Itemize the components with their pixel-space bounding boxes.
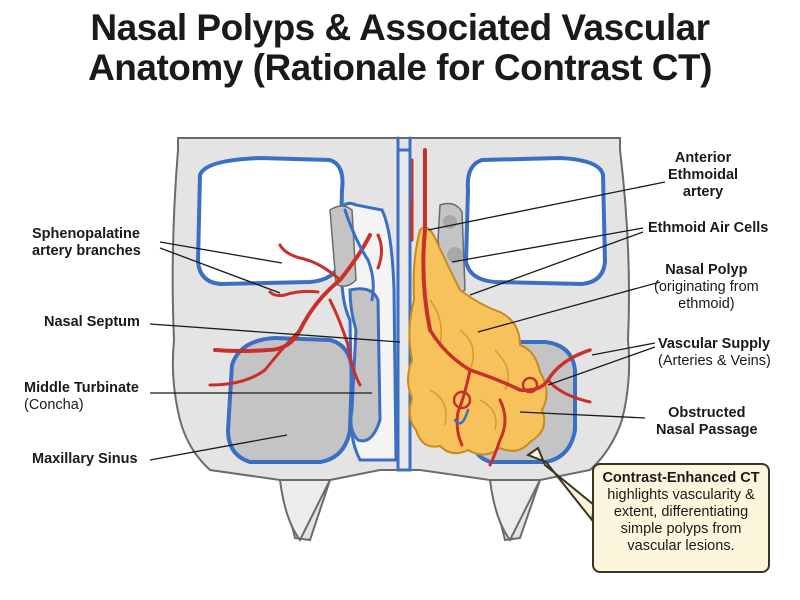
- contrast-ct-callout: Contrast-Enhanced CT highlights vascular…: [592, 463, 770, 573]
- label-maxillary-sinus-text: Maxillary Sinus: [32, 451, 138, 467]
- label-nasal-septum: Nasal Septum: [44, 314, 140, 331]
- label-maxillary-sinus: Maxillary Sinus: [32, 451, 138, 468]
- label-middle-turbinate: Middle Turbinate (Concha): [24, 380, 139, 414]
- right-orbit: [463, 155, 608, 287]
- label-sphenopalatine: Sphenopalatine artery branches: [32, 226, 141, 260]
- callout-line-1: highlights vascularity &: [607, 487, 755, 503]
- label-nasal-polyp-sub2: ethmoid): [678, 296, 735, 312]
- callout-line-4: vascular lesions.: [627, 538, 735, 554]
- label-vascular-supply-text: Vascular Supply: [658, 336, 771, 352]
- ethmoid-cell-2: [447, 247, 463, 263]
- label-anterior-ethmoidal-line3: artery: [682, 184, 724, 200]
- label-vascular-supply: Vascular Supply (Arteries & Veins): [658, 336, 771, 370]
- middle-turbinate-shape: [348, 287, 382, 443]
- label-anterior-ethmoidal: Anterior Ethmoidal artery: [668, 150, 738, 201]
- label-sphenopalatine-line1: Sphenopalatine: [32, 226, 140, 242]
- label-anterior-ethmoidal-line2: Ethmoidal: [668, 167, 739, 183]
- label-middle-turbinate-text: Middle Turbinate: [24, 380, 139, 396]
- label-nasal-polyp: Nasal Polyp (originating from ethmoid): [654, 262, 759, 313]
- label-obstructed-line2: Nasal Passage: [656, 422, 758, 438]
- label-ethmoid-air-cells: Ethmoid Air Cells: [648, 220, 768, 237]
- title-line-1: Nasal Polyps & Associated Vascular: [90, 7, 710, 48]
- callout-line-3: simple polyps from: [620, 521, 742, 537]
- polyp-lobe-lines: [429, 299, 510, 431]
- nasal-septum-shape: [396, 148, 412, 472]
- label-nasal-septum-text: Nasal Septum: [44, 314, 140, 330]
- diagram-title: Nasal Polyps & Associated Vascular Anato…: [0, 8, 800, 88]
- palate-left: [278, 479, 332, 542]
- leader-lines: [149, 181, 666, 461]
- callout-heading: Contrast-Enhanced CT: [602, 470, 760, 486]
- palate-right: [488, 479, 542, 542]
- label-obstructed-line1: Obstructed: [668, 405, 746, 421]
- label-nasal-polyp-sub1: (originating from: [654, 279, 759, 295]
- artery-network: [208, 148, 592, 467]
- nasal-polyp-mass: [407, 226, 548, 456]
- label-ethmoid-air-cells-text: Ethmoid Air Cells: [648, 220, 769, 236]
- label-vascular-supply-sub: (Arteries & Veins): [658, 353, 771, 369]
- label-anterior-ethmoidal-line1: Anterior: [674, 150, 732, 166]
- label-sphenopalatine-line2: artery branches: [32, 243, 141, 259]
- title-line-2: Anatomy (Rationale for Contrast CT): [88, 47, 712, 88]
- ethmoid-cell-1: [443, 215, 457, 229]
- callout-line-2: extent, differentiating: [613, 504, 749, 520]
- vein-network: [343, 136, 470, 425]
- label-middle-turbinate-sub: (Concha): [24, 397, 84, 413]
- left-maxillary-sinus: [225, 335, 355, 464]
- label-obstructed-passage: Obstructed Nasal Passage: [656, 405, 758, 439]
- label-nasal-polyp-text: Nasal Polyp: [665, 262, 748, 278]
